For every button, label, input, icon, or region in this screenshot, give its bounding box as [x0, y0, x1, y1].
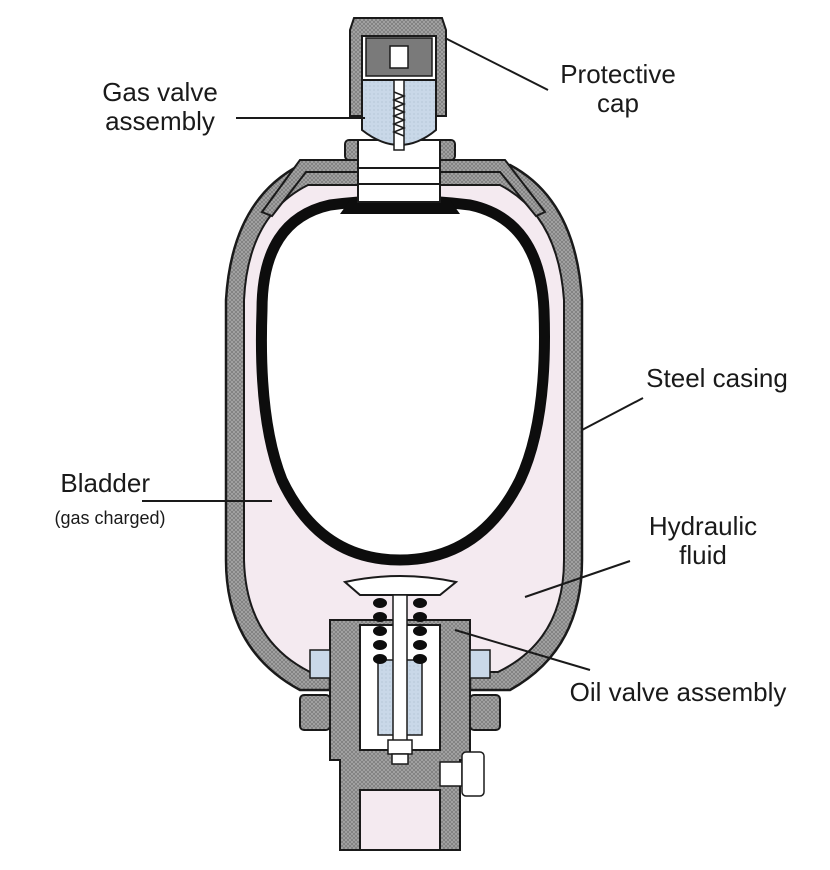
label-hydraulic-fluid: Hydraulic fluid — [628, 511, 778, 571]
protective-cap — [349, 17, 447, 117]
leader-protective-cap — [444, 37, 549, 91]
label-gas-valve-line1: Gas valve — [102, 77, 218, 107]
label-steel-casing: Steel casing — [646, 363, 788, 393]
bladder — [255, 195, 550, 566]
label-gas-valve-assembly: Gas valve assembly — [80, 77, 240, 137]
gas-valve-assembly — [344, 79, 456, 203]
leader-steel-casing — [581, 397, 644, 431]
label-hydraulic-line1: Hydraulic — [648, 511, 758, 541]
label-protective-cap: Protective cap — [548, 59, 688, 119]
label-bladder-note: (gas charged) — [54, 508, 166, 528]
leader-hydraulic-fluid — [524, 560, 631, 598]
label-bladder: Bladder — [60, 468, 150, 498]
label-hydraulic-line2: fluid — [679, 540, 727, 571]
label-protective-cap-line2: cap — [597, 88, 639, 119]
label-gas-valve-line2: assembly — [105, 106, 215, 137]
leader-oil-valve — [454, 629, 591, 671]
label-protective-cap-line1: Protective — [560, 59, 676, 89]
oil-valve-assembly — [299, 575, 501, 851]
label-oil-valve-assembly: Oil valve assembly — [569, 677, 787, 707]
